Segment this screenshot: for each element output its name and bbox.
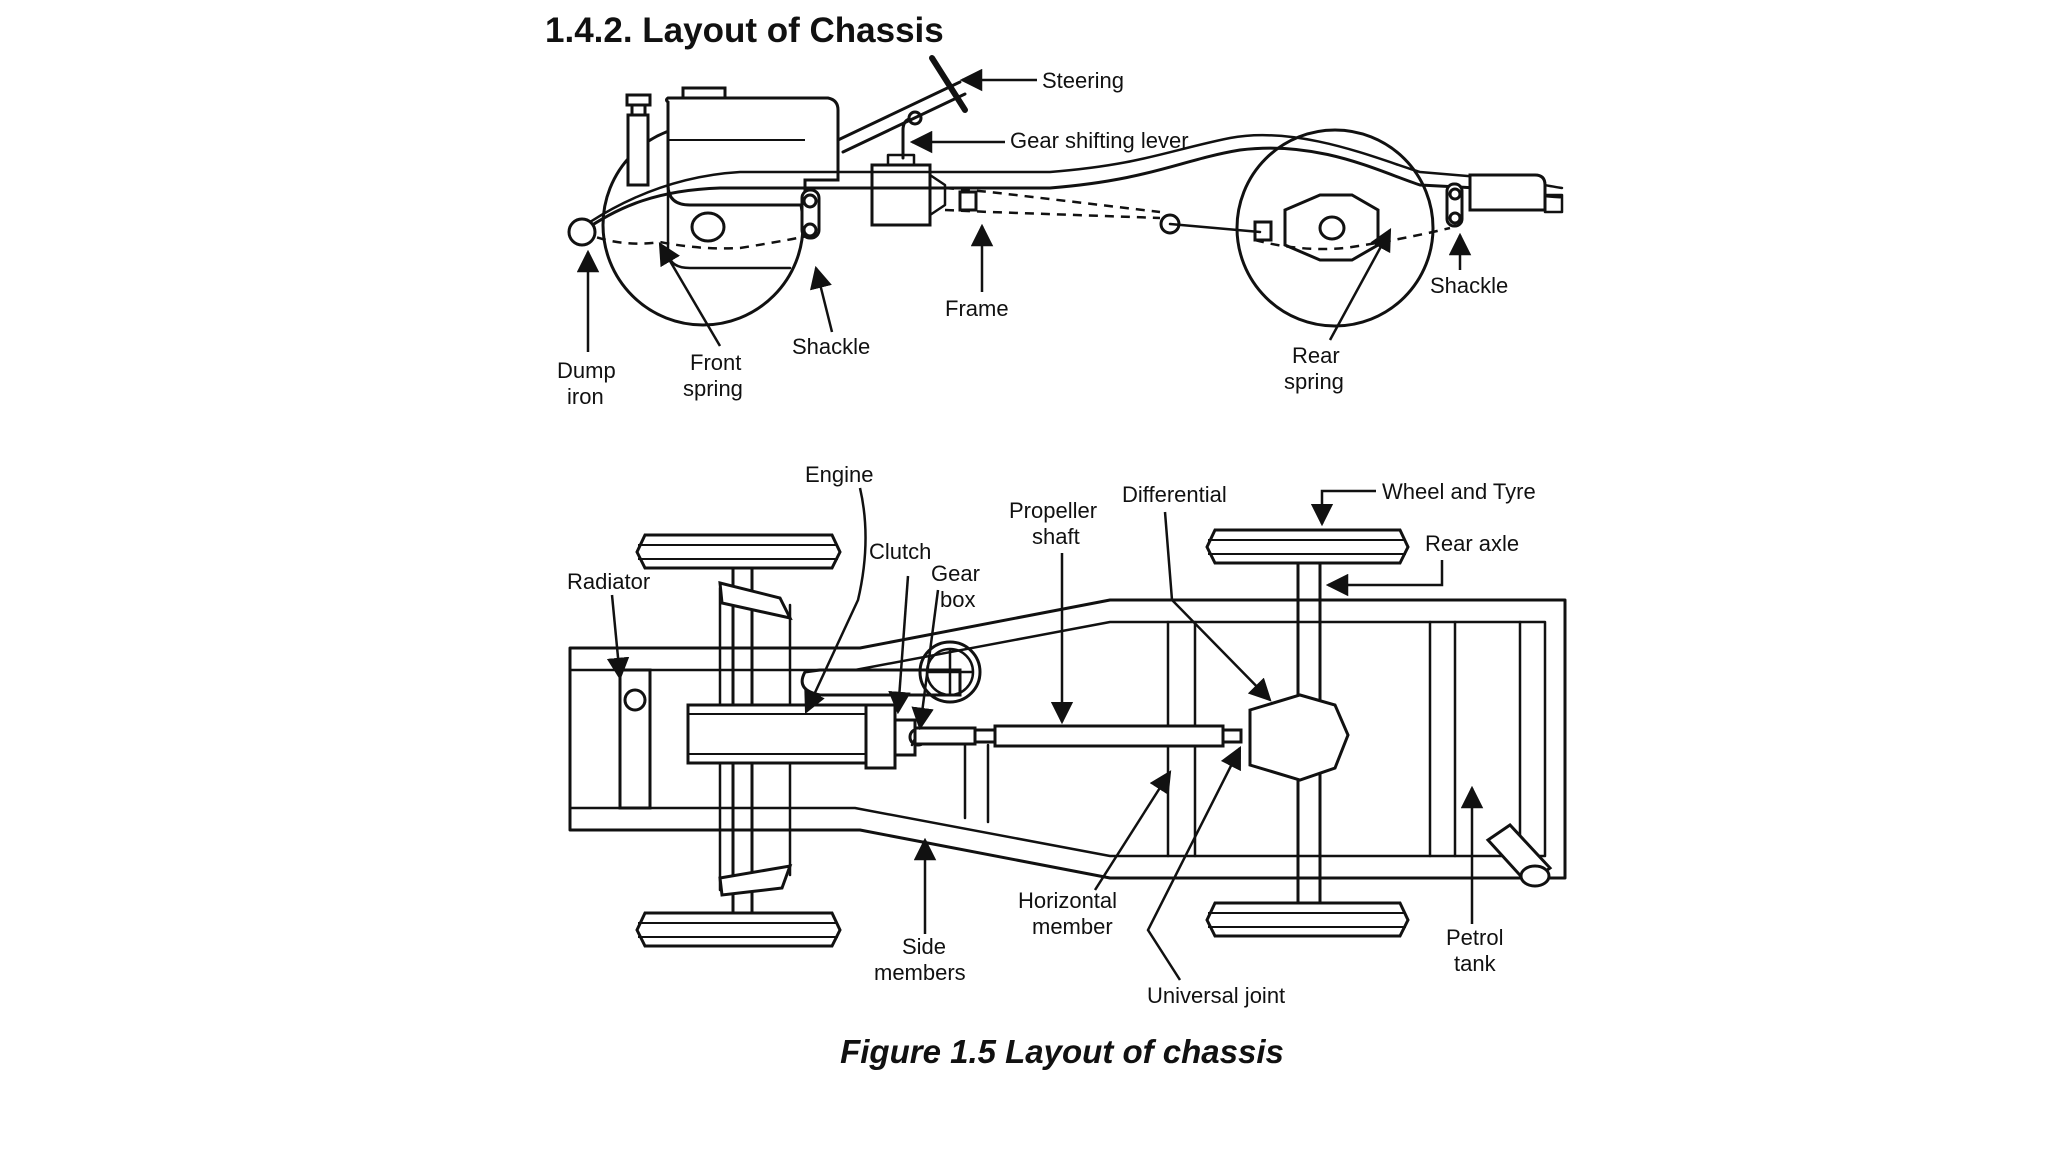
- leader-horizontal-member: [1093, 770, 1172, 891]
- label-frame: Frame: [945, 296, 1009, 321]
- radiator-column: [625, 93, 652, 187]
- leader-radiator: [606, 594, 630, 681]
- rear-spring-shape: [1254, 226, 1451, 251]
- label-side-members-line1: Side: [902, 934, 946, 959]
- label-front-spring-line2: spring: [683, 376, 743, 401]
- top-view-diagram: [568, 528, 1567, 948]
- section-heading: 1.4.2. Layout of Chassis: [545, 11, 944, 50]
- frame-inner: [568, 620, 1547, 858]
- leader-engine: [804, 487, 867, 715]
- leader-universal-joint: [1146, 745, 1242, 981]
- label-dump-iron-line1: Dump: [557, 358, 616, 383]
- leader-rear-axle: [1325, 560, 1444, 597]
- label-rear-spring-line1: Rear: [1292, 343, 1340, 368]
- rear-wheel: [1235, 128, 1435, 328]
- rear-left-tyre: [1205, 528, 1410, 565]
- front-shackle: [800, 188, 821, 240]
- label-universal-joint: Universal joint: [1147, 983, 1285, 1008]
- label-clutch: Clutch: [869, 539, 931, 564]
- front-spring-shape: [581, 230, 813, 250]
- front-spring-top-upper: [718, 581, 793, 621]
- label-horizontal-member-line1: Horizontal: [1018, 888, 1117, 913]
- label-petrol-tank-line2: tank: [1454, 951, 1497, 976]
- label-gear-shifting-lever: Gear shifting lever: [1010, 128, 1189, 153]
- leader-rear-spring: [1328, 228, 1392, 341]
- figure-caption: Figure 1.5 Layout of chassis: [840, 1033, 1284, 1070]
- steering-column: [836, 55, 968, 154]
- radiator-top: [618, 668, 652, 810]
- label-rear-spring-line2: spring: [1284, 369, 1344, 394]
- front-left-tyre: [635, 533, 842, 570]
- label-engine: Engine: [805, 462, 874, 487]
- propeller-shaft-top: [913, 724, 1243, 748]
- leader-gear-box: [911, 589, 940, 731]
- label-propeller-shaft-line1: Propeller: [1009, 498, 1097, 523]
- leader-clutch: [888, 575, 911, 715]
- label-steering: Steering: [1042, 68, 1124, 93]
- side-view-labels: Steering Gear shifting lever Frame Shack…: [557, 68, 1508, 409]
- petrol-tank: [1485, 823, 1553, 888]
- label-gear-box-line2: box: [940, 587, 975, 612]
- label-radiator: Radiator: [567, 569, 650, 594]
- label-shackle-front: Shackle: [792, 334, 870, 359]
- label-differential: Differential: [1122, 482, 1227, 507]
- steering-wheel-top: [800, 640, 982, 704]
- leader-differential: [1163, 511, 1272, 702]
- label-propeller-shaft-line2: shaft: [1032, 524, 1080, 549]
- differential-top: [1248, 693, 1350, 782]
- front-right-tyre: [635, 911, 842, 948]
- rear-shackle: [1445, 182, 1464, 228]
- frame-outer: [568, 598, 1567, 880]
- gearbox-side: [870, 153, 947, 227]
- label-front-spring-line1: Front: [690, 350, 741, 375]
- label-dump-iron-line2: iron: [567, 384, 604, 409]
- dump-iron: [567, 217, 597, 247]
- label-side-members-line2: members: [874, 960, 966, 985]
- leader-shackle-front: [809, 265, 834, 333]
- label-wheel-and-tyre: Wheel and Tyre: [1382, 479, 1536, 504]
- label-horizontal-member-line2: member: [1032, 914, 1113, 939]
- label-petrol-tank-line1: Petrol: [1446, 925, 1503, 950]
- label-rear-axle: Rear axle: [1425, 531, 1519, 556]
- differential-side: [1283, 193, 1380, 262]
- label-shackle-rear: Shackle: [1430, 273, 1508, 298]
- leader-front-spring: [658, 242, 722, 347]
- front-spring-top-lower: [718, 864, 793, 897]
- engine-top: [686, 703, 917, 770]
- propeller-shaft-side: [944, 186, 1273, 242]
- leader-wheel-and-tyre: [1310, 489, 1376, 527]
- label-gear-box-line1: Gear: [931, 561, 980, 586]
- top-view-labels: Engine Radiator Clutch Gear box Propelle…: [567, 462, 1536, 1008]
- rear-right-tyre: [1205, 901, 1410, 938]
- side-view-diagram: [567, 55, 1564, 328]
- rear-bumper: [1468, 173, 1564, 214]
- engine-block-side: [665, 86, 840, 270]
